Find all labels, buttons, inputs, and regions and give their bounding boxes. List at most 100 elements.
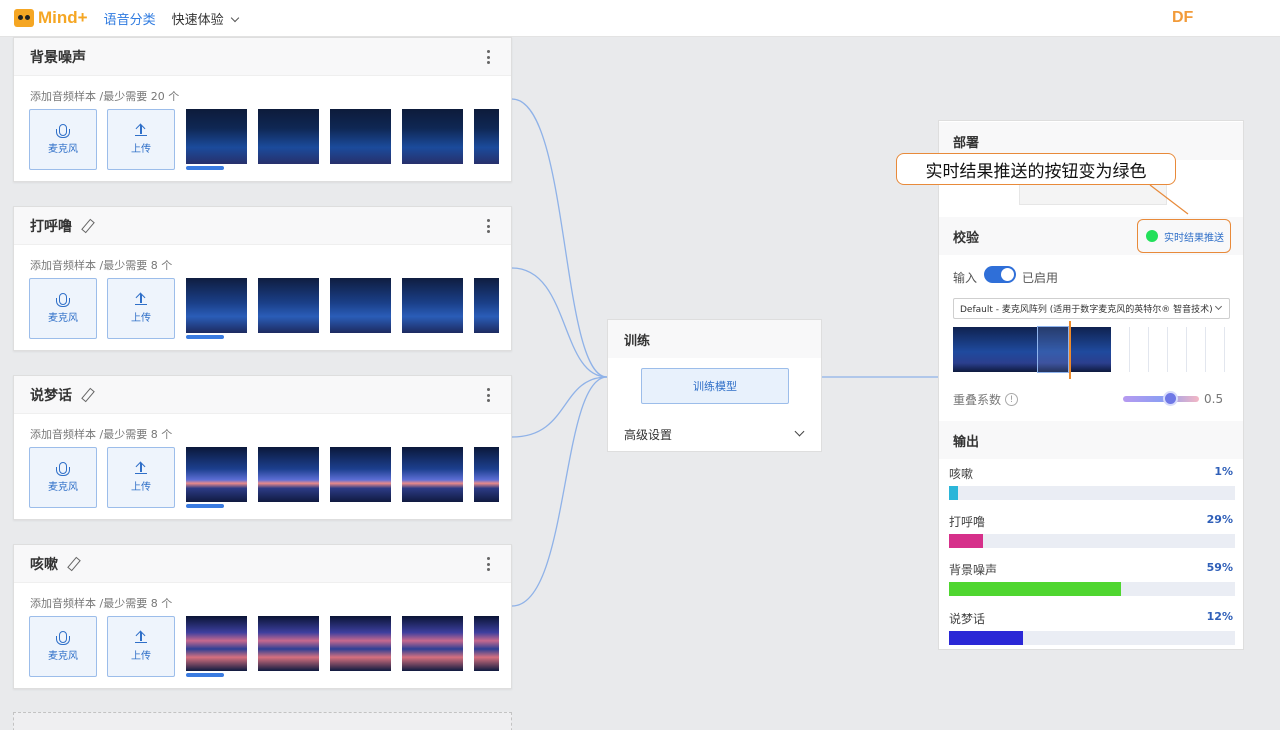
- card-header: 打呼噜: [14, 207, 511, 245]
- deploy-export-area[interactable]: [1019, 183, 1167, 205]
- class-card-background-noise: 背景噪声 添加音频样本 /最少需要 20 个 麦克风 上传: [13, 37, 512, 182]
- sample-spectrogram[interactable]: [258, 109, 319, 164]
- sample-spectrogram[interactable]: [258, 616, 319, 671]
- spectrogram-grid: [1129, 327, 1229, 372]
- microphone-label: 麦克风: [48, 651, 78, 662]
- output-bar: [949, 582, 1235, 596]
- sample-spectrogram[interactable]: [474, 278, 499, 333]
- chevron-down-icon: [1214, 302, 1223, 311]
- output-bar-fill: [949, 582, 1121, 596]
- output-label: 说梦话: [949, 612, 986, 626]
- more-options-icon[interactable]: [487, 557, 491, 571]
- more-options-icon[interactable]: [487, 219, 491, 233]
- sample-spectrogram[interactable]: [330, 447, 391, 502]
- microphone-label: 麦克风: [48, 482, 78, 493]
- nav-quick-try-label: 快速体验: [171, 12, 224, 28]
- output-title: 输出: [939, 421, 1243, 459]
- output-bar-fill: [949, 534, 984, 548]
- output-label: 咳嗽: [949, 467, 974, 481]
- input-toggle[interactable]: [984, 266, 1016, 283]
- sample-hint: 添加音频样本 /最少需要 8 个: [30, 428, 173, 441]
- upload-button[interactable]: 上传: [107, 616, 175, 677]
- upload-button[interactable]: 上传: [107, 278, 175, 339]
- strip-scroll-indicator[interactable]: [186, 166, 224, 170]
- edit-pencil-icon[interactable]: [82, 389, 94, 401]
- sample-spectrogram[interactable]: [402, 109, 463, 164]
- card-header: 咳嗽: [14, 545, 511, 583]
- sample-spectrogram[interactable]: [258, 447, 319, 502]
- train-model-button[interactable]: 训练模型: [641, 368, 789, 404]
- output-bar-fill: [949, 486, 958, 500]
- card-header: 说梦话: [14, 376, 511, 414]
- logo-icon: [14, 9, 34, 27]
- strip-scroll-indicator[interactable]: [186, 335, 224, 339]
- overlap-slider[interactable]: [1123, 396, 1199, 402]
- upload-label: 上传: [131, 144, 151, 155]
- microphone-button[interactable]: 麦克风: [29, 616, 97, 677]
- overlap-value: 0.5: [1204, 392, 1224, 406]
- sample-spectrogram[interactable]: [330, 278, 391, 333]
- sample-spectrogram[interactable]: [402, 278, 463, 333]
- output-percent: 59%: [1206, 561, 1233, 574]
- microphone-icon: [56, 462, 70, 476]
- sample-spectrogram[interactable]: [186, 447, 247, 502]
- verify-title: 校验: [939, 217, 1243, 255]
- upload-button[interactable]: 上传: [107, 447, 175, 508]
- strip-scroll-indicator[interactable]: [186, 673, 224, 677]
- upload-button[interactable]: 上传: [107, 109, 175, 170]
- input-label: 输入: [953, 271, 978, 285]
- output-percent: 1%: [1214, 465, 1233, 478]
- edit-pencil-icon[interactable]: [68, 558, 80, 570]
- microphone-label: 麦克风: [48, 144, 78, 155]
- output-bar: [949, 486, 1235, 500]
- status-dot-icon: [1146, 230, 1158, 242]
- sample-spectrogram[interactable]: [186, 278, 247, 333]
- microphone-label: 麦克风: [48, 313, 78, 324]
- chevron-down-icon[interactable]: [794, 426, 805, 437]
- sample-spectrogram[interactable]: [258, 278, 319, 333]
- class-name: 咳嗽: [30, 556, 58, 573]
- add-class-card[interactable]: [13, 712, 512, 730]
- overlap-slider-thumb[interactable]: [1163, 391, 1178, 406]
- sample-spectrogram[interactable]: [474, 109, 499, 164]
- sample-spectrogram[interactable]: [474, 616, 499, 671]
- analysis-window: [1037, 326, 1069, 373]
- app-logo[interactable]: Mind+: [14, 8, 88, 28]
- sample-strip[interactable]: [186, 109, 499, 165]
- sample-spectrogram[interactable]: [402, 447, 463, 502]
- realtime-push-label: 实时结果推送: [1164, 232, 1224, 244]
- watermark: DF: [1172, 9, 1194, 26]
- microphone-button[interactable]: 麦克风: [29, 447, 97, 508]
- sample-strip[interactable]: [186, 616, 499, 672]
- nav-voice-classify[interactable]: 语音分类: [103, 12, 156, 28]
- sample-spectrogram[interactable]: [186, 109, 247, 164]
- microphone-icon: [56, 124, 70, 138]
- realtime-push-button[interactable]: 实时结果推送: [1137, 219, 1231, 253]
- info-icon[interactable]: !: [1005, 393, 1019, 406]
- microphone-button[interactable]: 麦克风: [29, 109, 97, 170]
- edit-pencil-icon[interactable]: [82, 220, 94, 232]
- microphone-button[interactable]: 麦克风: [29, 278, 97, 339]
- train-title: 训练: [608, 320, 821, 358]
- sample-spectrogram[interactable]: [330, 616, 391, 671]
- sample-spectrogram[interactable]: [402, 616, 463, 671]
- strip-scroll-indicator[interactable]: [186, 504, 224, 508]
- sample-spectrogram[interactable]: [330, 109, 391, 164]
- output-bar: [949, 534, 1235, 548]
- upload-icon: [135, 631, 147, 643]
- input-status: 已启用: [1022, 271, 1059, 285]
- sample-strip[interactable]: [186, 447, 499, 503]
- microphone-icon: [56, 293, 70, 307]
- microphone-select[interactable]: Default - 麦克风阵列 (适用于数字麦克风的英特尔® 智音技术): [953, 298, 1230, 319]
- sample-strip[interactable]: [186, 278, 499, 334]
- overlap-label: 重叠系数 !: [953, 391, 1019, 408]
- more-options-icon[interactable]: [487, 50, 491, 64]
- nav-quick-try[interactable]: 快速体验: [171, 9, 239, 28]
- logo-text: Mind+: [38, 8, 88, 27]
- sample-spectrogram[interactable]: [186, 616, 247, 671]
- live-spectrogram: [953, 327, 1111, 372]
- train-panel: 训练 训练模型 高级设置: [607, 319, 822, 452]
- more-options-icon[interactable]: [487, 388, 491, 402]
- advanced-settings-toggle[interactable]: 高级设置: [624, 428, 673, 442]
- sample-spectrogram[interactable]: [474, 447, 499, 502]
